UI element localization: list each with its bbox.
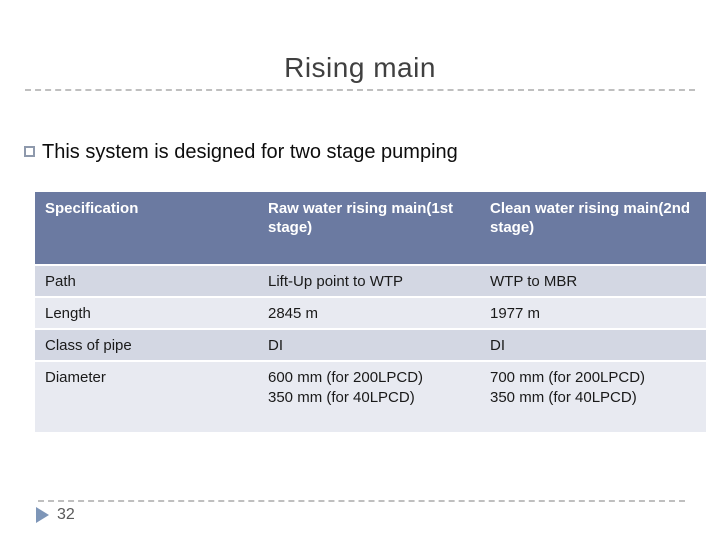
title-divider [25,89,695,91]
table-row-path: Path Lift-Up point to WTP WTP to MBR [35,266,706,296]
cell-class-spec: Class of pipe [35,330,258,360]
table-row-diameter: Diameter 600 mm (for 200LPCD) 350 mm (fo… [35,362,706,432]
bullet-square-icon [24,146,35,157]
cell-path-clean: WTP to MBR [480,266,706,296]
header-cell-clean-water: Clean water rising main(2nd stage) [480,192,706,264]
header-cell-specification: Specification [35,192,258,264]
footer-divider [38,500,685,502]
header-cell-raw-water: Raw water rising main(1st stage) [258,192,480,264]
cell-class-raw: DI [258,330,480,360]
cell-diameter-raw: 600 mm (for 200LPCD) 350 mm (for 40LPCD) [258,362,480,432]
cell-length-raw: 2845 m [258,298,480,328]
cell-diameter-spec: Diameter [35,362,258,432]
cell-path-spec: Path [35,266,258,296]
bullet-text: This system is designed for two stage pu… [42,141,458,163]
cell-length-spec: Length [35,298,258,328]
cell-path-raw: Lift-Up point to WTP [258,266,480,296]
table-row-length: Length 2845 m 1977 m [35,298,706,328]
page-arrow-icon [36,507,49,523]
specification-table: Specification Raw water rising main(1st … [35,190,706,434]
page-number: 32 [57,506,75,523]
bullet-item: This system is designed for two stage pu… [24,141,458,164]
table-header-row: Specification Raw water rising main(1st … [35,192,706,264]
cell-diameter-clean: 700 mm (for 200LPCD) 350 mm (for 40LPCD) [480,362,706,432]
cell-class-clean: DI [480,330,706,360]
cell-length-clean: 1977 m [480,298,706,328]
table-row-class-of-pipe: Class of pipe DI DI [35,330,706,360]
footer: 32 [36,506,75,524]
page-title: Rising main [284,52,436,83]
